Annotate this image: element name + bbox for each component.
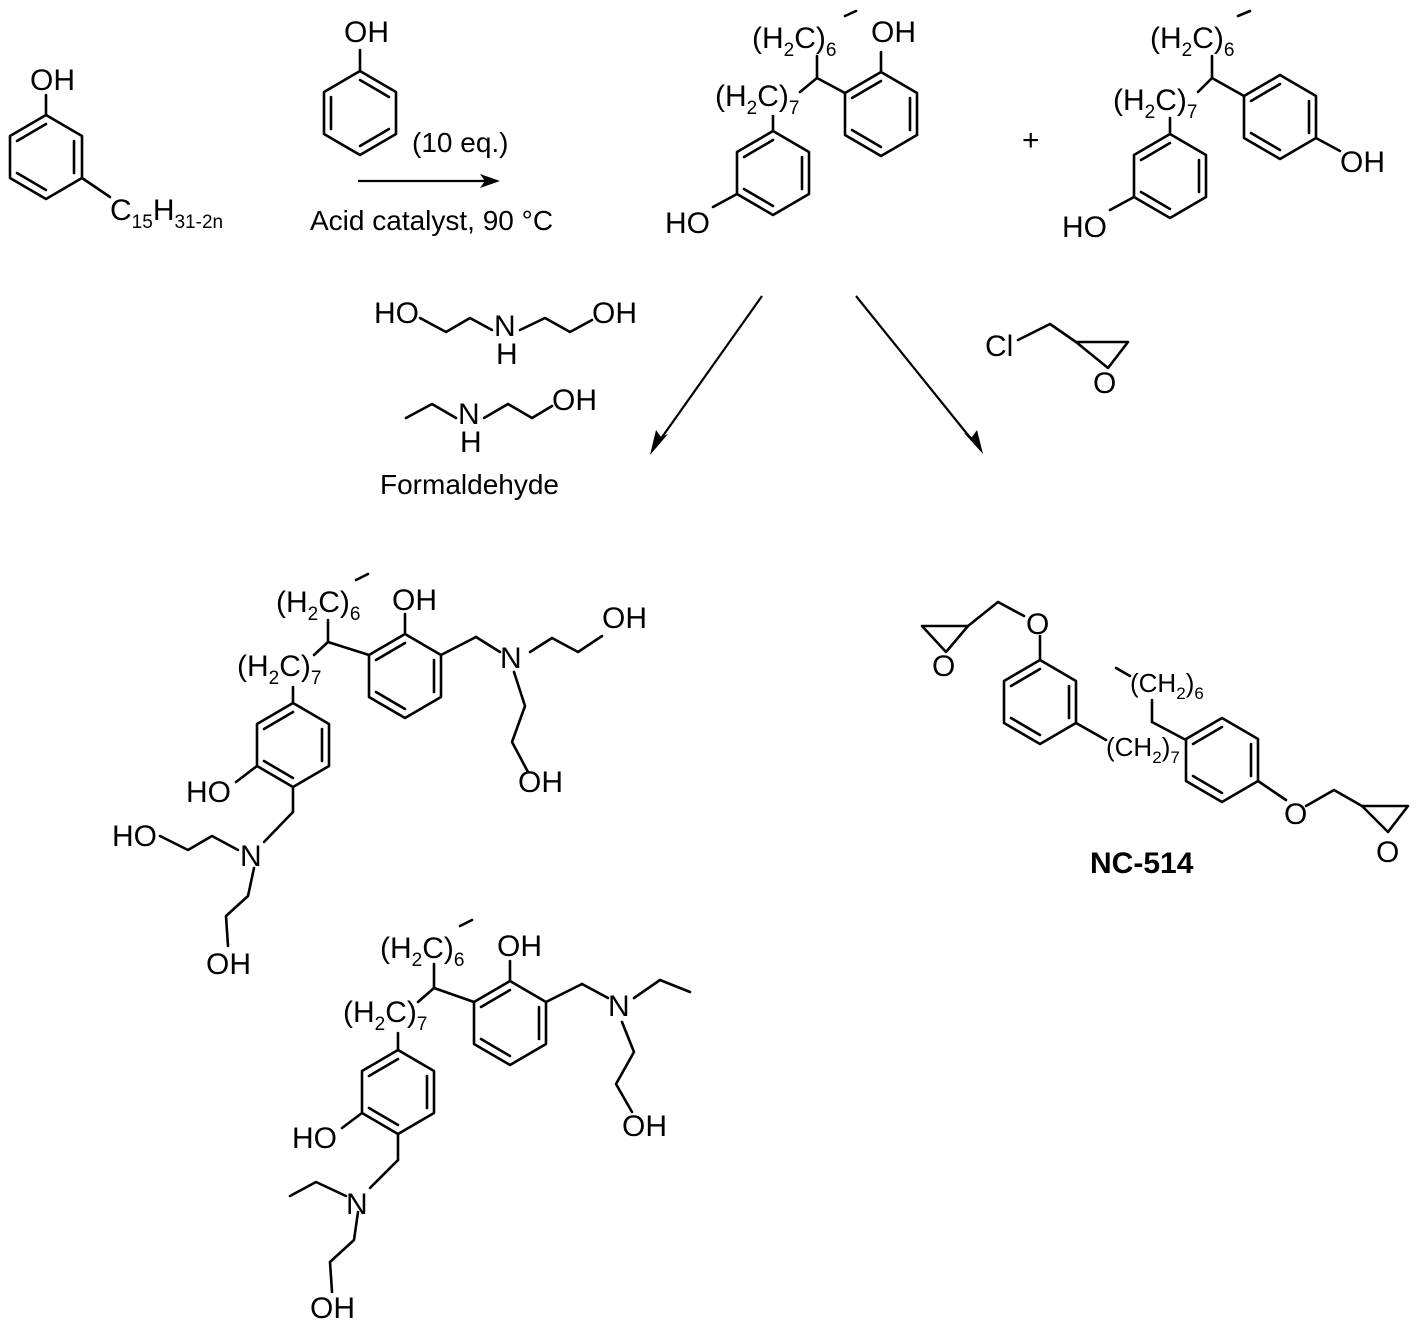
n-label: N bbox=[500, 642, 522, 675]
phenol-structure: OH bbox=[322, 16, 398, 157]
ho-label: HO bbox=[1062, 211, 1107, 244]
nc-514-structure: O O O O (CH2)6 (CH2)7 bbox=[920, 600, 1410, 869]
oh-label: OH bbox=[1340, 146, 1385, 179]
formaldehyde-label: Formaldehyde bbox=[380, 469, 559, 500]
n-label: N bbox=[608, 990, 630, 1023]
oh-label: OH bbox=[592, 297, 637, 330]
mannich-product-diethanolamine: OH N OH OH HO N HO OH (H2C)6 (H2C)7 bbox=[112, 572, 647, 981]
ho-label: HO bbox=[665, 207, 710, 240]
oh-label: OH bbox=[552, 384, 597, 417]
chain-h2c-6-label: (H2C)6 bbox=[752, 22, 836, 61]
o-label: O bbox=[932, 650, 955, 683]
chain-h2c-7-label: (H2C)7 bbox=[237, 650, 321, 689]
oh-label: OH bbox=[206, 948, 251, 981]
o-label: O bbox=[1376, 836, 1399, 869]
cl-label: Cl bbox=[985, 330, 1013, 363]
n-label: N bbox=[458, 398, 480, 431]
oh-label: OH bbox=[871, 16, 916, 49]
chain-h2c-6-label: (H2C)6 bbox=[276, 586, 360, 625]
oh-label: OH bbox=[622, 1110, 667, 1143]
diethanolamine-structure: HO N H OH bbox=[374, 297, 637, 371]
ho-label: HO bbox=[374, 297, 419, 330]
chain-ch2-6-label: (CH2)6 bbox=[1130, 668, 1204, 703]
chain-h2c-7-label: (H2C)7 bbox=[1113, 84, 1197, 123]
alkyl-chain-label: C15H31-2n bbox=[110, 194, 223, 233]
equivalents-label: (10 eq.) bbox=[412, 127, 509, 158]
oh-label: OH bbox=[310, 1292, 355, 1325]
oh-label: OH bbox=[518, 766, 563, 799]
chain-h2c-7-label: (H2C)7 bbox=[343, 996, 427, 1035]
bisphenol-ortho-structure: OH HO (H2C)6 (H2C)7 bbox=[665, 9, 919, 240]
ho-label: HO bbox=[186, 776, 231, 809]
plus-sign: + bbox=[1022, 124, 1040, 157]
h-label: H bbox=[496, 338, 518, 371]
chain-h2c-6-label: (H2C)6 bbox=[1150, 22, 1234, 61]
n-label: N bbox=[494, 310, 516, 343]
oh-label: OH bbox=[392, 584, 437, 617]
oh-label: OH bbox=[30, 64, 75, 97]
ho-label: HO bbox=[112, 820, 157, 853]
mannich-product-ethylethanolamine: OH N OH HO N OH (H2C)6 (H2C)7 bbox=[288, 918, 692, 1325]
reaction-arrow bbox=[650, 295, 763, 455]
h-label: H bbox=[460, 426, 482, 459]
chain-ch2-7-label: (CH2)7 bbox=[1106, 732, 1180, 767]
oh-label: OH bbox=[497, 930, 542, 963]
epichlorohydrin-structure: Cl O bbox=[985, 322, 1130, 400]
n-label: N bbox=[240, 840, 262, 873]
chain-h2c-7-label: (H2C)7 bbox=[715, 80, 799, 119]
o-label: O bbox=[1026, 608, 1049, 641]
n-label: N bbox=[346, 1188, 368, 1221]
o-label: O bbox=[1284, 798, 1307, 831]
cardanol-structure: OH C15H31-2n bbox=[8, 64, 223, 233]
chain-h2c-6-label: (H2C)6 bbox=[380, 932, 464, 971]
catalyst-label: Acid catalyst, 90 °C bbox=[310, 205, 553, 236]
oh-label: OH bbox=[602, 602, 647, 635]
bisphenol-para-structure: OH HO (H2C)6 (H2C)7 bbox=[1062, 9, 1385, 244]
o-label: O bbox=[1093, 367, 1116, 400]
oh-label: OH bbox=[344, 16, 389, 49]
ho-label: HO bbox=[292, 1122, 337, 1155]
ethylethanolamine-structure: N H OH bbox=[404, 384, 597, 459]
reaction-arrow bbox=[358, 174, 500, 188]
product-name-label: NC-514 bbox=[1090, 847, 1194, 880]
reaction-arrow bbox=[855, 295, 983, 454]
